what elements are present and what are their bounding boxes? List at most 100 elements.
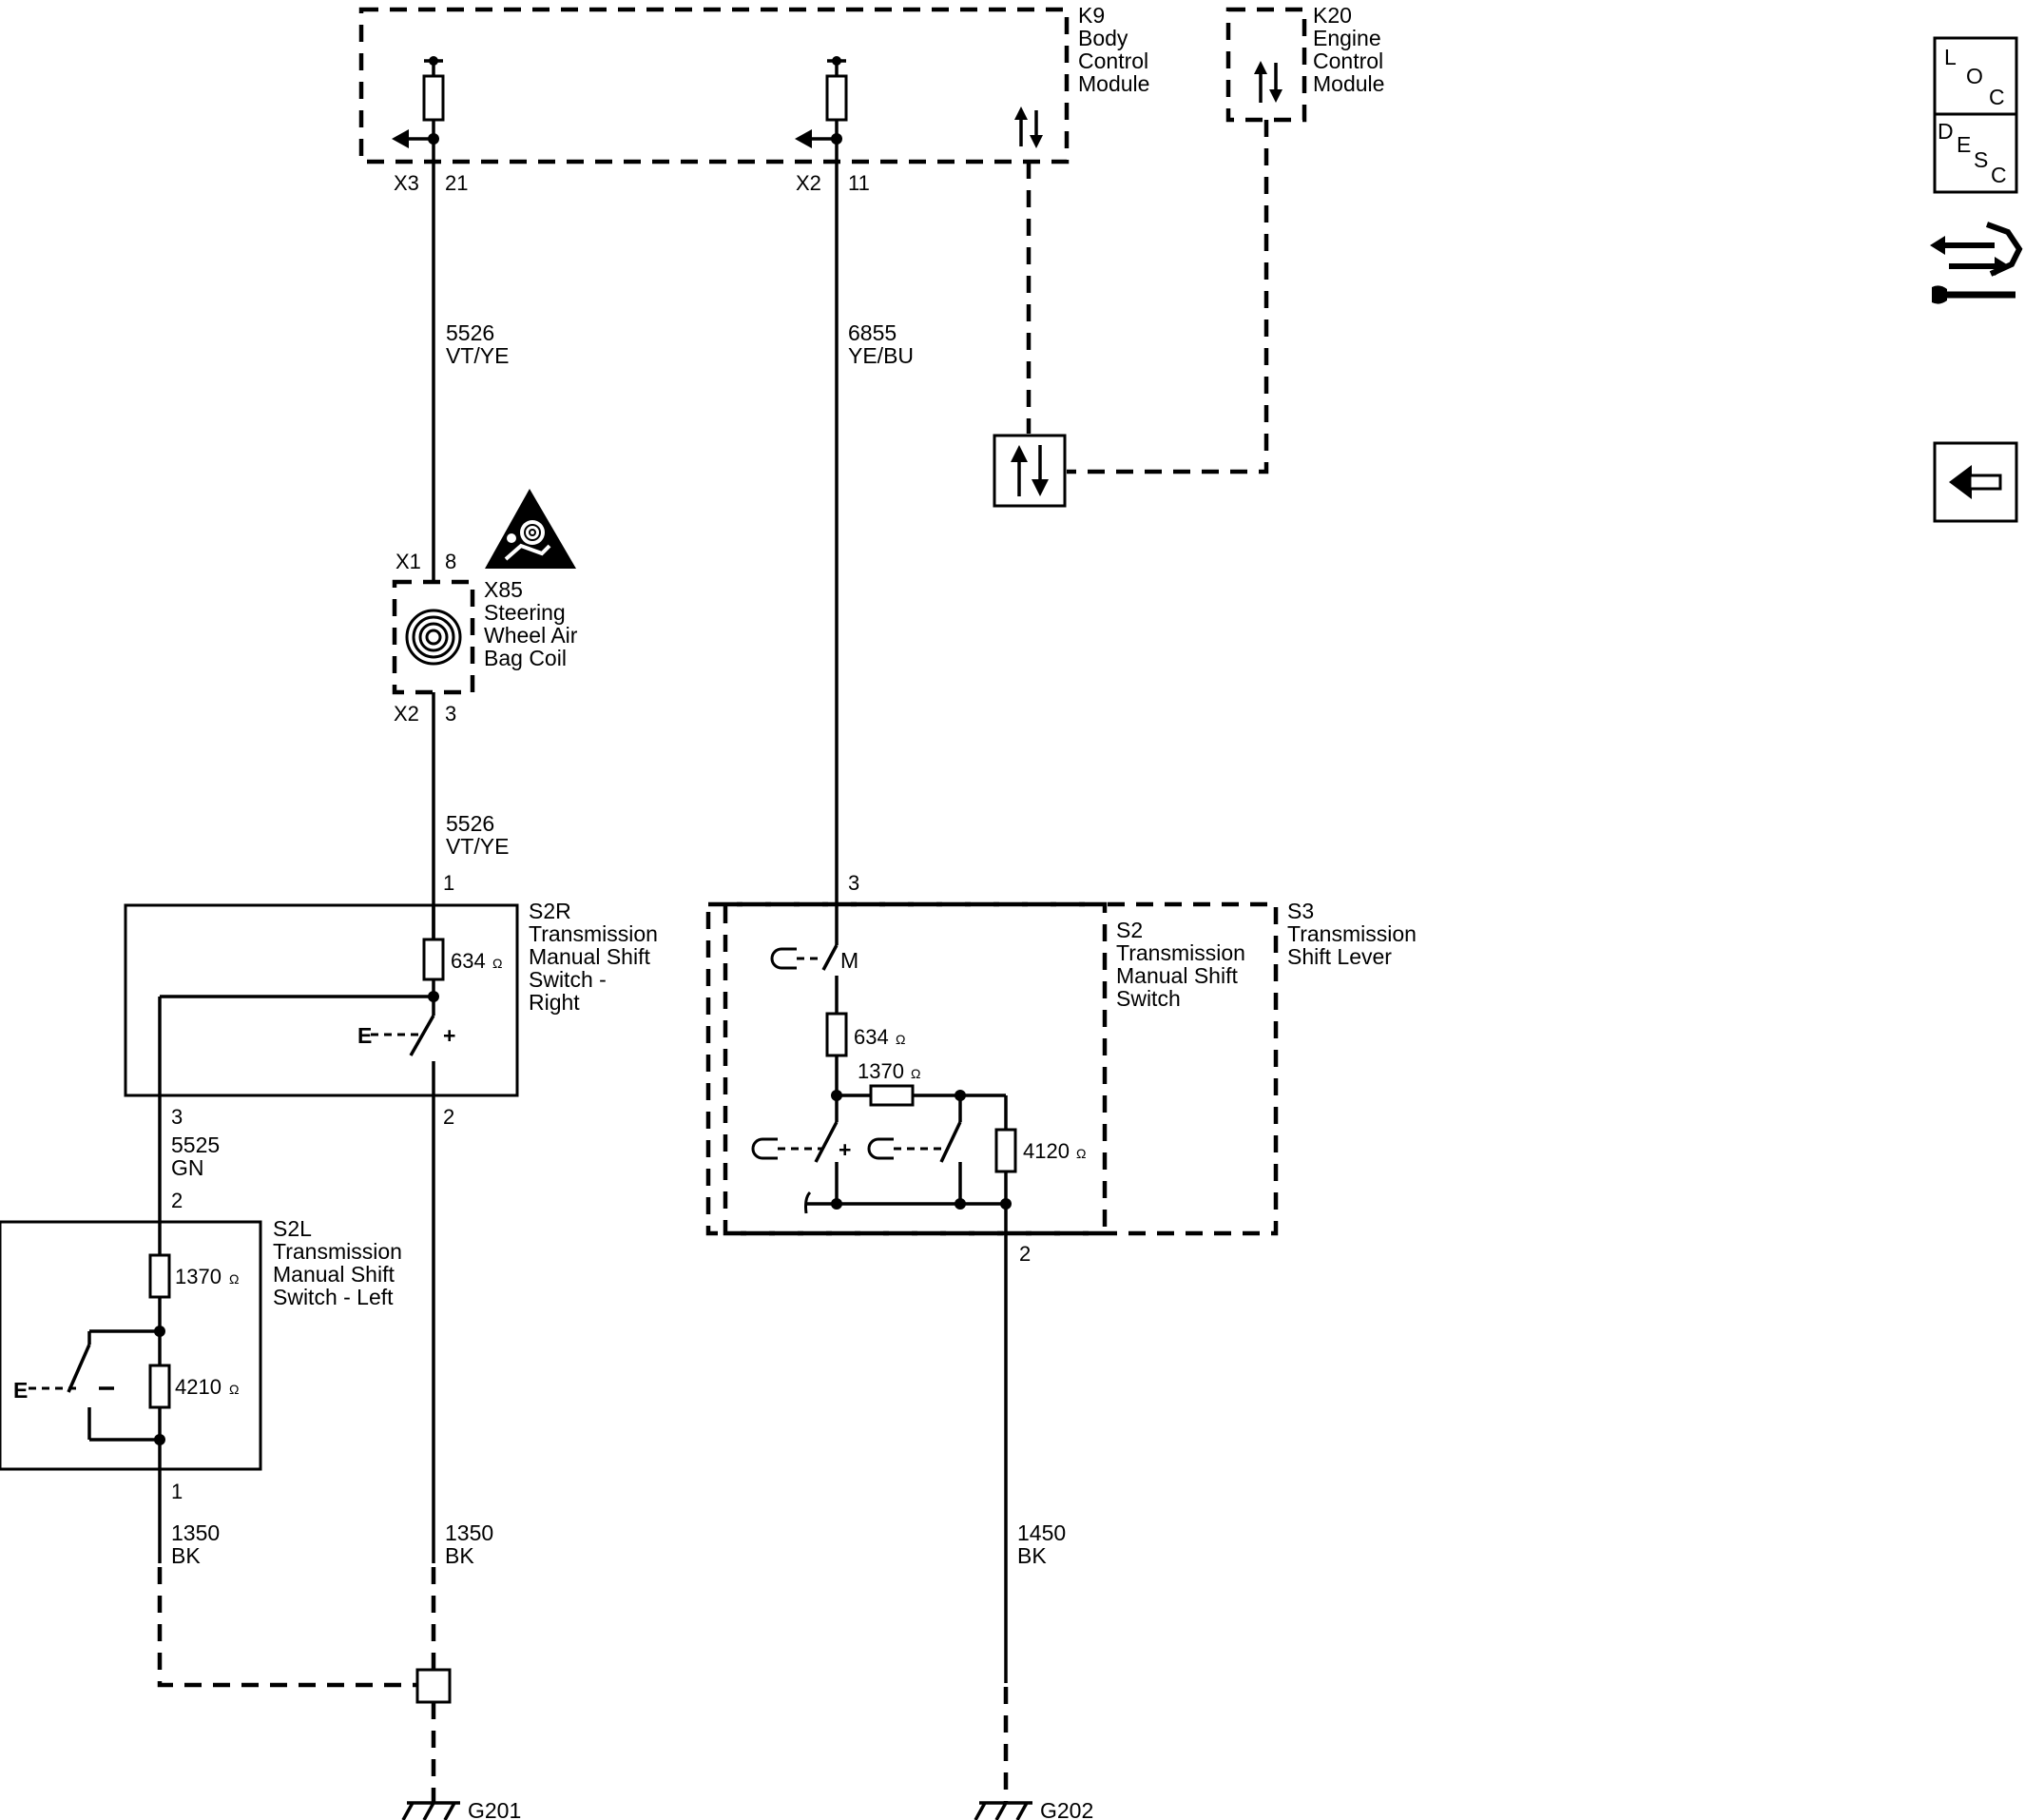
- serial-data-icon: [1014, 106, 1043, 148]
- k9-name-line: Module: [1078, 71, 1149, 96]
- pin-number: 21: [445, 171, 468, 195]
- s3-name-line: Transmission: [1287, 921, 1417, 946]
- ground-symbol-icon: [401, 1801, 460, 1820]
- wire-circuit-number: 5525: [171, 1133, 220, 1157]
- s2-name-line: Manual Shift: [1116, 963, 1238, 988]
- connector-id: X1: [395, 550, 421, 573]
- wire-color: YE/BU: [848, 343, 914, 368]
- shift-lever-actuator-icon: [770, 947, 797, 970]
- wire-circuit-number: 1450: [1017, 1520, 1066, 1545]
- desc-letter: C: [1991, 163, 2007, 187]
- pin-number: 2: [171, 1189, 183, 1212]
- pin-number: 2: [1019, 1242, 1031, 1266]
- s3-transmission-shift-lever: S3 Transmission Shift Lever: [705, 899, 1417, 1236]
- wire-circuit-number: 5526: [446, 320, 494, 345]
- wire-circuit-number: 1350: [445, 1520, 493, 1545]
- switch-contact: [814, 1121, 839, 1163]
- s2r-id: S2R: [529, 899, 571, 923]
- k20-id: K20: [1313, 3, 1352, 28]
- connector-id: X2: [394, 702, 419, 726]
- resistor-value: 634: [854, 1025, 889, 1049]
- shift-lever-actuator-icon: [867, 1137, 894, 1160]
- ground-splice-line: [157, 1567, 416, 1688]
- plus-symbol: +: [443, 1023, 455, 1048]
- wire-color: BK: [171, 1543, 201, 1568]
- k20-engine-control-module: K20 Engine Control Module: [1225, 3, 1384, 123]
- s2l-id: S2L: [273, 1216, 312, 1241]
- k9-name-line: Control: [1078, 48, 1148, 73]
- output-arrow-icon: [795, 129, 812, 148]
- loc-button[interactable]: L O C: [1933, 36, 2018, 120]
- k9-name-line: Body: [1078, 26, 1128, 50]
- resistor-value: 1370: [175, 1265, 222, 1288]
- wire-color: VT/YE: [446, 834, 509, 859]
- airbag-warning-icon: [485, 489, 576, 569]
- desc-letter: D: [1938, 119, 1954, 144]
- k20-name-line: Engine: [1313, 26, 1381, 50]
- s2l-transmission-manual-shift-switch-left: E 1370 Ω 4210 Ω S2L Transmission Manual …: [0, 1216, 402, 1471]
- switch-contact: [821, 944, 839, 971]
- desc-letter: S: [1974, 147, 1988, 172]
- k9-body-control-module: K9 Body Control Module: [358, 3, 1149, 165]
- x85-steering-wheel-air-bag-coil: X85 Steering Wheel Air Bag Coil: [392, 577, 578, 695]
- connector-id: X2: [796, 171, 821, 195]
- plus-symbol: +: [839, 1137, 851, 1162]
- ground-id: G202: [1040, 1798, 1093, 1820]
- pin-number: 1: [171, 1480, 183, 1503]
- mode-label: M: [840, 948, 858, 973]
- s3-id: S3: [1287, 899, 1314, 923]
- output-arrow-icon: [392, 129, 409, 148]
- loc-letter: O: [1966, 64, 1983, 88]
- s2-id: S2: [1116, 918, 1143, 942]
- back-button[interactable]: [1933, 441, 2018, 523]
- x85-id: X85: [484, 577, 523, 602]
- resistor-value: 634: [451, 949, 486, 973]
- pin-number: 3: [171, 1105, 183, 1129]
- x85-name-line: Steering: [484, 600, 566, 625]
- s3-name-line: Shift Lever: [1287, 944, 1392, 969]
- shift-lever-actuator-icon: [751, 1137, 778, 1160]
- serial-data-link-icon: [993, 434, 1067, 508]
- s2r-name-line: Manual Shift: [529, 944, 650, 969]
- k20-name-line: Control: [1313, 48, 1383, 73]
- s2-transmission-manual-shift-switch: S2 Transmission Manual Shift Switch M 63…: [723, 901, 1245, 1236]
- wire-color: GN: [171, 1155, 204, 1180]
- resistor-value: 4210: [175, 1375, 222, 1399]
- wire-color: VT/YE: [446, 343, 509, 368]
- serial-data-line: [1067, 120, 1269, 474]
- pin-number: 2: [443, 1105, 454, 1129]
- serial-data-icon: [1254, 61, 1282, 103]
- x85-name-line: Wheel Air: [484, 623, 578, 648]
- desc-button[interactable]: D E S C: [1933, 112, 2018, 194]
- s2r-name-line: Switch -: [529, 967, 607, 992]
- s2l-name-line: Transmission: [273, 1239, 402, 1264]
- left-arrow-icon: [1949, 465, 2002, 499]
- k20-name-line: Module: [1313, 71, 1384, 96]
- ohm-symbol: Ω: [1076, 1146, 1086, 1161]
- wire-color: BK: [445, 1543, 474, 1568]
- pin-number: 3: [445, 702, 456, 726]
- switch-contact: [67, 1344, 91, 1393]
- s2-name-line: Switch: [1116, 986, 1181, 1011]
- pin-number: 8: [445, 550, 456, 573]
- ground-symbol-icon: [974, 1801, 1032, 1820]
- s2r-transmission-manual-shift-switch-right: E + 634 Ω S2R Transmission Manual Shift …: [124, 899, 658, 1097]
- x85-name-line: Bag Coil: [484, 646, 567, 670]
- pin-number: 1: [443, 871, 454, 895]
- ohm-symbol: Ω: [492, 956, 502, 971]
- diagnostic-tools-icon[interactable]: [1930, 222, 2023, 304]
- wire-circuit-number: 6855: [848, 320, 897, 345]
- ohm-symbol: Ω: [896, 1032, 905, 1047]
- s2r-name-line: Right: [529, 990, 580, 1015]
- wire-color: BK: [1017, 1543, 1047, 1568]
- resistor-value: 1370: [858, 1059, 904, 1083]
- connector-id: X3: [394, 171, 419, 195]
- ohm-symbol: Ω: [229, 1271, 239, 1287]
- ohm-symbol: Ω: [911, 1066, 920, 1081]
- s2l-name-line: Switch - Left: [273, 1285, 394, 1309]
- switch-contact: [409, 1015, 435, 1056]
- ground-id: G201: [468, 1798, 521, 1820]
- pin-number: 3: [848, 871, 859, 895]
- wire-circuit-number: 5526: [446, 811, 494, 836]
- ohm-symbol: Ω: [229, 1382, 239, 1397]
